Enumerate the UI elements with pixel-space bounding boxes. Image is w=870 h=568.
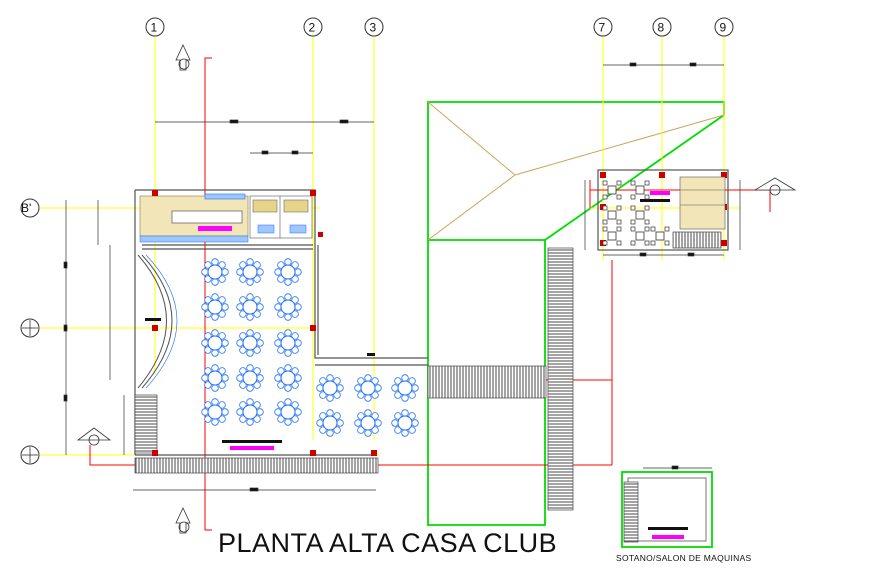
dimension-lines (63, 62, 741, 492)
curved-window-wall (137, 254, 178, 389)
drawing-title: PLANTA ALTA CASA CLUB (218, 528, 558, 558)
round-table (391, 374, 419, 402)
section-lines (89, 57, 771, 531)
round-table (316, 409, 344, 437)
round-table (316, 374, 344, 402)
axis-label-7: 7 (599, 21, 606, 35)
axis-bubble-crosslines (22, 320, 38, 463)
round-table (274, 293, 302, 321)
round-table (354, 409, 382, 437)
round-table (201, 329, 229, 357)
square-table (630, 226, 650, 246)
square-table (602, 180, 622, 200)
round-table (236, 258, 264, 286)
basement-label: SOTANO/SALON DE MAQUINAS (616, 553, 752, 563)
section-marker-icon (76, 177, 797, 446)
grid-axis-labels: 1 2 3 7 8 9 B' (21, 21, 727, 216)
axis-label-9: 9 (720, 21, 727, 35)
round-table (236, 398, 264, 426)
roof-plan (427, 101, 725, 548)
round-table (274, 364, 302, 392)
square-table (630, 205, 650, 225)
round-table (236, 293, 264, 321)
stairs (427, 231, 722, 543)
round-table (274, 398, 302, 426)
square-table (602, 205, 622, 225)
square-table (602, 226, 622, 246)
north-arrow-icon (175, 44, 191, 534)
round-table (354, 374, 382, 402)
axis-bubble-icon (20, 17, 734, 465)
round-table (201, 258, 229, 286)
axis-label-2: 2 (309, 21, 316, 35)
axis-label-b-prime: B' (21, 201, 31, 215)
round-table (236, 364, 264, 392)
round-table (201, 398, 229, 426)
round-table (391, 409, 419, 437)
round-table (236, 329, 264, 357)
axis-label-3: 3 (370, 21, 377, 35)
square-table (650, 226, 670, 246)
round-table (274, 258, 302, 286)
round-table (201, 293, 229, 321)
square-table (630, 180, 650, 200)
round-table (201, 364, 229, 392)
right-pavilion (597, 169, 729, 251)
axis-label-1: 1 (151, 21, 158, 35)
round-table (274, 329, 302, 357)
terrace-hatch (134, 394, 379, 474)
annotation-tags (145, 318, 688, 539)
square-tables (602, 180, 670, 246)
axis-label-8: 8 (658, 21, 665, 35)
bar-zone (139, 193, 313, 243)
round-tables (201, 258, 419, 437)
